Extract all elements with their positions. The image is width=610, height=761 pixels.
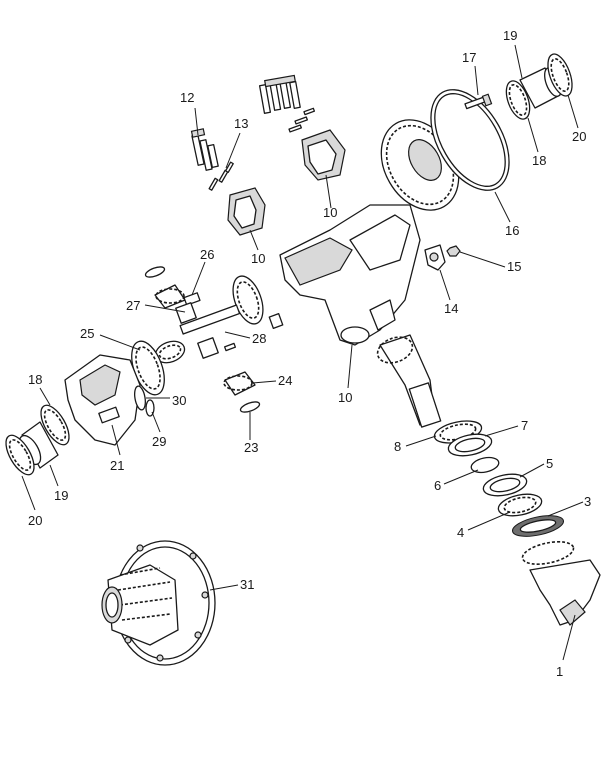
- callout-10-left: 10: [251, 251, 265, 266]
- callout-27: 27: [126, 298, 140, 313]
- callout-21: 21: [110, 458, 124, 473]
- pinion-gear-24: [223, 371, 256, 396]
- spacer-6: [470, 456, 500, 474]
- pinion-shaft: [376, 334, 442, 428]
- callout-25: 25: [80, 326, 94, 341]
- callout-18-left: 18: [28, 372, 42, 387]
- pinion-gear-27: [154, 284, 186, 309]
- bolt-set-10-top: [258, 74, 316, 133]
- bearing-18-top: [505, 80, 531, 120]
- bearing-cap-10-left: [227, 187, 266, 236]
- nut-15: [446, 245, 461, 257]
- callout-labels: 1 3 4 5 6 7 8 10 10 10 10 12 13 14 15 16…: [28, 28, 591, 679]
- gasket-16: [430, 89, 510, 191]
- washer-30: [134, 385, 146, 411]
- race-7: [447, 433, 493, 457]
- race-19-left: [18, 421, 59, 469]
- carrier-case-21: [64, 354, 141, 446]
- callout-20-left: 20: [28, 513, 42, 528]
- bracket-14: [424, 244, 446, 271]
- callout-14: 14: [444, 301, 458, 316]
- gear-25: [131, 340, 165, 396]
- callout-19-top: 19: [503, 28, 517, 43]
- callout-7: 7: [521, 418, 528, 433]
- callout-3: 3: [584, 494, 591, 509]
- callout-5: 5: [546, 456, 553, 471]
- bolt-17: [464, 93, 493, 110]
- block-26: [183, 292, 201, 306]
- pin-set-13: [208, 161, 234, 191]
- side-gear-lower: [154, 340, 186, 364]
- callout-26: 26: [200, 247, 214, 262]
- callout-15: 15: [507, 259, 521, 274]
- callout-19-left: 19: [54, 488, 68, 503]
- callout-10-center: 10: [338, 390, 352, 405]
- callout-28: 28: [252, 331, 266, 346]
- callout-23: 23: [244, 440, 258, 455]
- callout-16: 16: [505, 223, 519, 238]
- cross-shaft-28: [175, 302, 241, 359]
- callout-12: 12: [180, 90, 194, 105]
- yoke-1: [521, 541, 601, 626]
- differential-housing: [268, 204, 421, 346]
- bolt-set-12: [190, 128, 219, 171]
- callout-13: 13: [234, 116, 248, 131]
- seal-3: [511, 515, 565, 537]
- bearing-20-top: [547, 53, 573, 97]
- differential-assembly-31: [101, 540, 216, 666]
- callout-6: 6: [434, 478, 441, 493]
- callout-24: 24: [278, 373, 292, 388]
- callout-10-top: 10: [323, 205, 337, 220]
- callout-17: 17: [462, 50, 476, 65]
- callout-1: 1: [556, 664, 563, 679]
- bearing-4: [497, 493, 543, 517]
- bearing-20-left: [5, 434, 35, 476]
- bearing-cap-10-top: [301, 129, 346, 181]
- washer-top: [144, 266, 166, 278]
- callout-20-top: 20: [572, 129, 586, 144]
- race-5: [482, 473, 528, 497]
- callout-4: 4: [457, 525, 464, 540]
- callout-8: 8: [394, 439, 401, 454]
- side-gear-upper: [232, 275, 264, 325]
- bearing-18-left: [40, 404, 70, 446]
- callout-18-top: 18: [532, 153, 546, 168]
- callout-30: 30: [172, 393, 186, 408]
- washer-23: [239, 401, 261, 413]
- callout-31: 31: [240, 577, 254, 592]
- callout-29: 29: [152, 434, 166, 449]
- leader-lines: [21, 44, 584, 661]
